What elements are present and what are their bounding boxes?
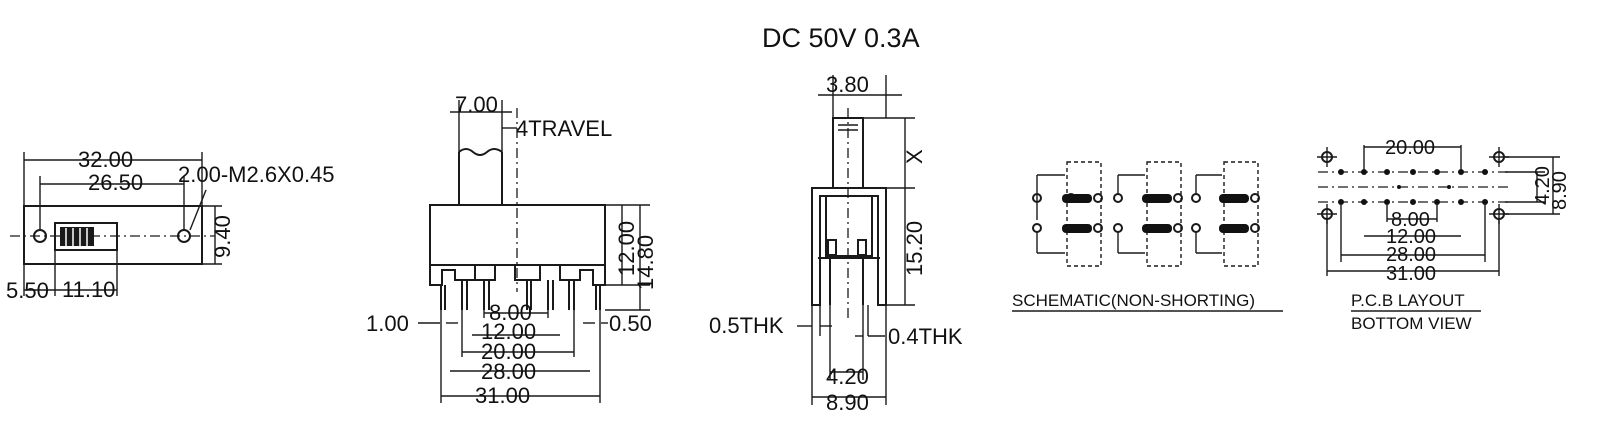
- thk-04: 0.4THK: [888, 324, 963, 349]
- pcb-dim-8: 8.00: [1391, 209, 1430, 231]
- schematic: SCHEMATIC(NON-SHORTING): [1012, 161, 1283, 312]
- dim-7: 7.00: [455, 92, 498, 117]
- pcb-dim-12: 12.00: [1386, 226, 1436, 248]
- front-body: [429, 204, 606, 266]
- dim-x: X: [902, 149, 927, 164]
- dim-14-8: 14.80: [633, 235, 658, 290]
- pcb-label-1: P.C.B LAYOUT: [1351, 291, 1465, 310]
- pcb-label-2: BOTTOM VIEW: [1351, 314, 1472, 333]
- dim-hole: 2.00-M2.6X0.45: [178, 162, 335, 187]
- travel-label: 4TRAVEL: [516, 116, 612, 141]
- dim-31: 31.00: [475, 383, 530, 408]
- dim-20: 20.00: [481, 339, 536, 364]
- dim-0-5: 0.50: [609, 311, 652, 336]
- dim-26-5: 26.50: [88, 170, 143, 195]
- pcb-dim-20: 20.00: [1385, 137, 1435, 159]
- schematic-pole-2: [1113, 161, 1183, 267]
- pcb-mount-hole-tl: [1317, 147, 1337, 167]
- dim-4-2: 4.20: [826, 364, 869, 389]
- pcb-dim-4-2: 4.20: [1532, 166, 1554, 205]
- rating-title: DC 50V 0.3A: [762, 23, 920, 53]
- pcb-pads: [1338, 169, 1488, 205]
- top-view: 32.00 26.50 2.00-M2.6X0.45 9.40 5.50 11.…: [6, 147, 335, 303]
- pcb-dim-28: 28.00: [1386, 244, 1436, 266]
- schematic-pole-3: [1191, 161, 1260, 267]
- dim-8-9: 8.90: [826, 390, 869, 415]
- pcb-layout: 20.00 4.20 8.90 8.00 12.00 28.00 31.00 P…: [1317, 137, 1571, 333]
- dim-8: 8.00: [489, 300, 532, 325]
- dim-9-4: 9.40: [210, 215, 235, 258]
- dim-1: 1.00: [366, 311, 409, 336]
- front-view: 7.00 4TRAVEL 12.00 14.80: [366, 92, 658, 408]
- schematic-label: SCHEMATIC(NON-SHORTING): [1012, 291, 1255, 310]
- pcb-dim-31: 31.00: [1386, 263, 1436, 285]
- top-view-body: [23, 205, 203, 265]
- dim-3-8: 3.80: [826, 72, 869, 97]
- side-view: 3.80 X 15.20 0.5THK 0.4THK: [709, 72, 963, 415]
- dim-12b: 12.00: [481, 319, 536, 344]
- pcb-dim-8-9: 8.90: [1549, 171, 1571, 210]
- dim-11-1: 11.10: [62, 277, 115, 302]
- slider-knob: [54, 222, 118, 251]
- dim-32: 32.00: [78, 147, 133, 172]
- dim-12: 12.00: [614, 221, 639, 276]
- dim-15-2: 15.20: [902, 221, 927, 276]
- dim-5-5: 5.50: [6, 278, 49, 303]
- thk-05: 0.5THK: [709, 313, 784, 338]
- dim-28: 28.00: [481, 359, 536, 384]
- schematic-pole-1: [1032, 161, 1103, 267]
